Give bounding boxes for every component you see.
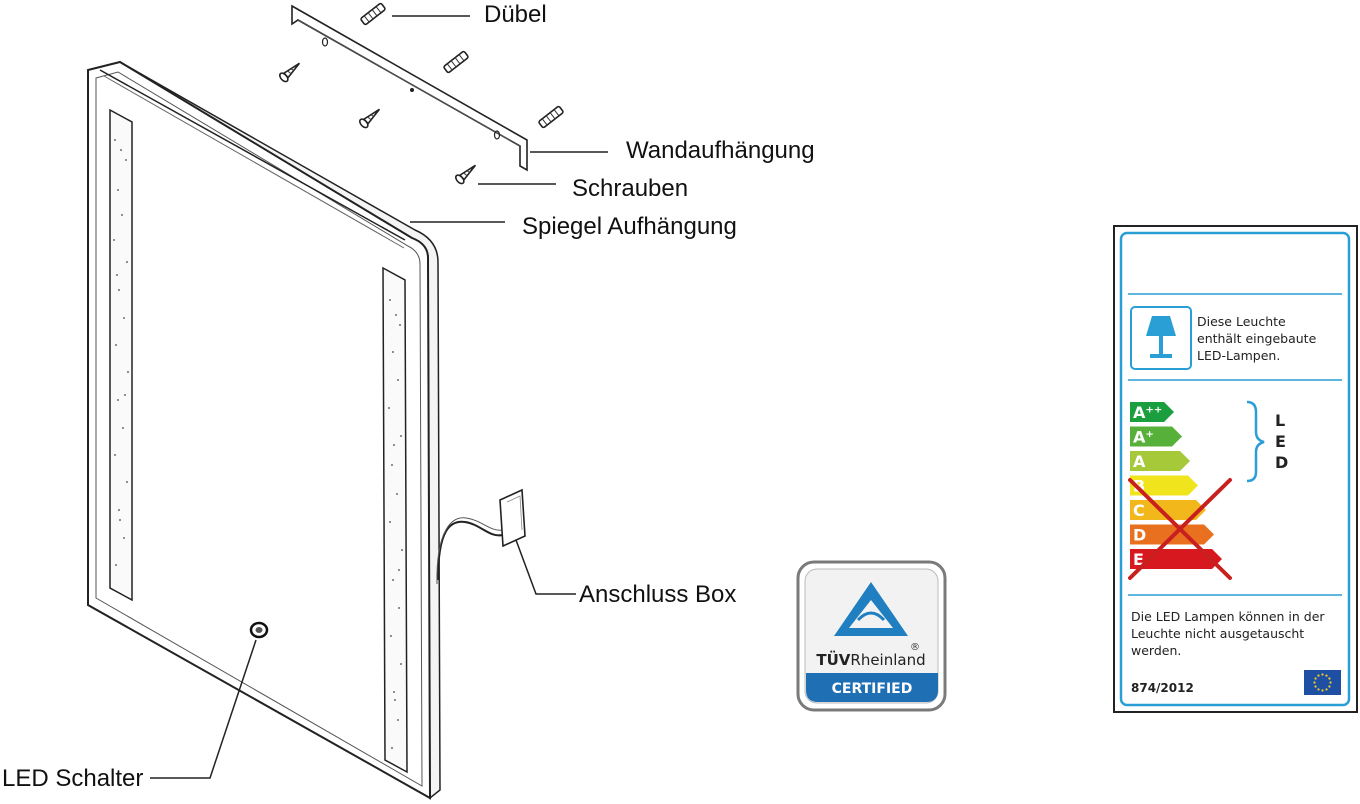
energy-class-label-4: C bbox=[1133, 501, 1145, 520]
eu-star bbox=[1317, 688, 1320, 691]
mirror-hanger-rail bbox=[99, 69, 406, 241]
label-spiegel-aufhaengung: Spiegel Aufhängung bbox=[522, 213, 737, 240]
energy-class-arrow-3 bbox=[1130, 475, 1198, 496]
eu-star bbox=[1313, 681, 1316, 684]
energy-class-label-6: E bbox=[1133, 550, 1144, 569]
tuv-brand: TÜVRheinland bbox=[816, 650, 925, 669]
wall-bracket bbox=[291, 4, 528, 172]
eu-star bbox=[1314, 677, 1317, 680]
energy-class-label-2: A bbox=[1133, 452, 1146, 471]
lamp-text-line3: LED-Lampen. bbox=[1197, 348, 1280, 363]
eu-star bbox=[1321, 689, 1324, 692]
led-switch-button bbox=[249, 621, 269, 639]
label-led-schalter: LED Schalter bbox=[2, 765, 143, 792]
regulation-number: 874/2012 bbox=[1131, 681, 1194, 695]
eu-star bbox=[1328, 685, 1331, 688]
footer-line2: Leuchte nicht ausgetauscht bbox=[1131, 626, 1304, 641]
eu-star bbox=[1321, 673, 1324, 676]
energy-label: Diese Leuchte enthält eingebaute LED-Lam… bbox=[1113, 225, 1358, 713]
tuv-brand-tuv: TÜV bbox=[816, 650, 850, 669]
callout-lines bbox=[150, 15, 608, 779]
label-duebel: Dübel bbox=[484, 1, 547, 28]
mirror-inner-frame bbox=[95, 71, 423, 787]
eu-star bbox=[1328, 677, 1331, 680]
energy-class-arrow-2 bbox=[1130, 451, 1190, 471]
eu-star bbox=[1325, 674, 1328, 677]
energy-class-arrow-1 bbox=[1130, 426, 1182, 447]
led-bracket bbox=[1246, 400, 1265, 483]
tuv-certified-badge: ® TÜVRheinland CERTIFIED bbox=[796, 560, 947, 712]
lamp-icon bbox=[1146, 316, 1176, 358]
energy-class-label-0: A⁺⁺ bbox=[1133, 403, 1162, 422]
led-letter-d: D bbox=[1275, 453, 1288, 472]
footer-line3: werden. bbox=[1131, 643, 1181, 658]
eu-flag-icon bbox=[1304, 670, 1341, 695]
energy-class-arrow-4 bbox=[1130, 500, 1206, 520]
connection-box bbox=[499, 488, 526, 548]
tuv-certified-text: CERTIFIED bbox=[832, 681, 913, 697]
energy-class-label-5: D bbox=[1133, 526, 1146, 545]
eu-star bbox=[1317, 674, 1320, 677]
screws bbox=[279, 62, 477, 185]
led-letter-e: E bbox=[1275, 432, 1286, 451]
eu-star bbox=[1329, 681, 1332, 684]
cross-out-icon bbox=[1128, 478, 1232, 580]
label-wandaufhaengung: Wandaufhängung bbox=[626, 137, 815, 164]
mirror bbox=[87, 60, 504, 800]
led-strip-left bbox=[109, 108, 133, 602]
label-schrauben: Schrauben bbox=[572, 175, 688, 202]
mirror-face bbox=[87, 60, 432, 800]
tuv-registered-mark: ® bbox=[910, 642, 920, 653]
led-letter-l: L bbox=[1275, 411, 1285, 430]
led-strip-right bbox=[382, 266, 408, 774]
eu-star bbox=[1314, 685, 1317, 688]
dowels bbox=[360, 2, 564, 129]
energy-class-label-1: A⁺ bbox=[1133, 428, 1154, 447]
lamp-text-line2: enthält eingebaute bbox=[1197, 331, 1317, 346]
footer-line1: Die LED Lampen können in der bbox=[1131, 609, 1325, 624]
label-anschluss-box: Anschluss Box bbox=[579, 581, 736, 608]
eu-star bbox=[1325, 688, 1328, 691]
lamp-text-line1: Diese Leuchte bbox=[1197, 314, 1286, 329]
energy-class-arrow-0 bbox=[1130, 402, 1174, 422]
power-cable bbox=[437, 520, 503, 581]
tuv-triangle-icon bbox=[834, 582, 908, 636]
tuv-brand-rheinland: Rheinland bbox=[850, 651, 925, 669]
